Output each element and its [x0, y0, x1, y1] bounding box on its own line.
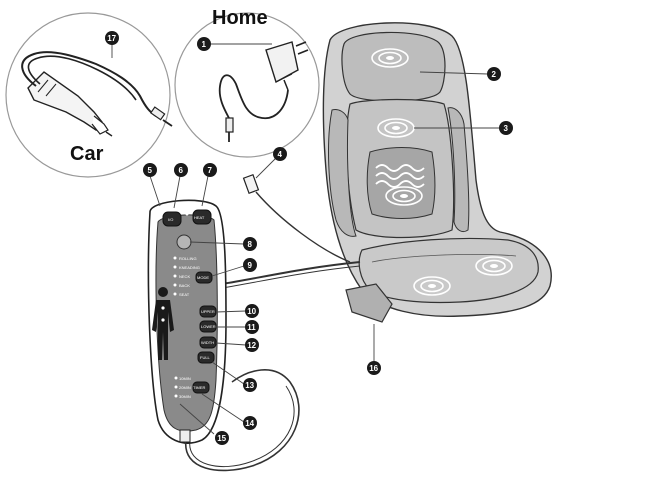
timer-button-label: TIMER [193, 385, 206, 390]
callout-6: 6 [174, 163, 188, 177]
massage-node-seat-right [475, 256, 513, 276]
upper-button-label: UPPER [201, 309, 215, 314]
seat-left-bolster [328, 109, 357, 237]
callout-15: 15 [215, 431, 229, 445]
width-button[interactable] [199, 336, 217, 349]
callout-12: 12 [245, 338, 259, 352]
timer-option: 20MIN [179, 385, 191, 390]
human-body-icon [152, 287, 174, 360]
power-button[interactable] [162, 211, 182, 227]
massage-seat-cushion [322, 22, 552, 323]
massage-node-neck [371, 48, 409, 68]
callout-1: 1 [197, 37, 211, 51]
svg-text:15: 15 [217, 434, 226, 443]
full-button-label: FULL [200, 355, 211, 360]
svg-text:4: 4 [278, 150, 283, 159]
mode-button-label: MODE [197, 275, 209, 280]
svg-text:8: 8 [248, 240, 253, 249]
callout-5: 5 [143, 163, 157, 177]
callout-13: 13 [243, 378, 257, 392]
svg-text:13: 13 [245, 381, 254, 390]
seat-dc-connector [242, 174, 351, 263]
bottom-cable-loop [185, 369, 300, 472]
callout-10: 10 [245, 304, 259, 318]
svg-text:3: 3 [504, 124, 509, 133]
callout-3: 3 [499, 121, 513, 135]
timer-option: 30MIN [179, 394, 191, 399]
mode-options-list: ROLLING KNEADING NECK BACK SEAT [173, 256, 200, 297]
timer-options-list: 10MIN 20MIN 30MIN [174, 376, 191, 399]
lower-button[interactable] [199, 320, 217, 333]
lower-button-label: LOWER [201, 324, 216, 329]
remote-control: I/O HEAT ROLLING KNEADING NECK BACK SEAT [147, 199, 227, 445]
timer-button[interactable] [192, 381, 210, 394]
mode-option: ROLLING [179, 256, 197, 261]
home-inset-circle [174, 12, 320, 158]
home-label: Home [212, 7, 268, 29]
heat-button-label: HEAT [194, 215, 205, 220]
mode-button[interactable] [195, 271, 213, 284]
svg-text:2: 2 [492, 70, 497, 79]
seat-base [358, 237, 539, 304]
mode-option: BACK [179, 283, 190, 288]
callout-16: 16 [367, 361, 381, 375]
callout-badges: 1 2 3 4 5 6 7 8 9 10 11 12 13 14 15 16 1… [105, 31, 513, 445]
controller-cable [221, 261, 361, 285]
heat-button[interactable] [192, 209, 212, 225]
svg-text:9: 9 [248, 261, 253, 270]
svg-text:5: 5 [148, 166, 153, 175]
callout-2: 2 [487, 67, 501, 81]
massage-node-lumbar [385, 186, 423, 206]
callout-8: 8 [243, 237, 257, 251]
callout-17: 17 [105, 31, 119, 45]
mode-option: KNEADING [179, 265, 200, 270]
svg-text:12: 12 [247, 341, 256, 350]
seat-front-flap [345, 283, 393, 323]
seat-right-bolster [447, 107, 470, 233]
width-button-label: WIDTH [201, 340, 214, 345]
power-led [185, 212, 189, 216]
timer-option: 10MIN [179, 376, 191, 381]
upper-button[interactable] [199, 305, 217, 318]
svg-text:14: 14 [245, 419, 254, 428]
mode-option: NECK [179, 274, 190, 279]
callout-14: 14 [243, 416, 257, 430]
callout-7: 7 [203, 163, 217, 177]
dc-tip-icon [149, 106, 173, 127]
home-cable [218, 74, 289, 121]
home-adapter-inset: Home [174, 7, 320, 158]
svg-text:11: 11 [247, 323, 256, 332]
remote-plug [179, 429, 191, 443]
car-inset-circle [5, 12, 171, 178]
svg-text:1: 1 [202, 40, 207, 49]
car-adapter-inset: Car [5, 12, 173, 178]
svg-text:16: 16 [369, 364, 378, 373]
mode-option: SEAT [179, 292, 190, 297]
mode-dial-button[interactable] [176, 234, 192, 250]
power-button-label: I/O [168, 217, 173, 222]
callout-9: 9 [243, 258, 257, 272]
car-label: Car [70, 143, 104, 165]
full-button[interactable] [197, 351, 215, 364]
callout-4: 4 [273, 147, 287, 161]
wall-plug-icon [265, 41, 309, 91]
svg-text:10: 10 [247, 307, 256, 316]
car-plug-icon [27, 71, 113, 137]
home-dc-tip-icon [225, 117, 234, 142]
leader-lines [111, 43, 500, 435]
heat-wave-icon [375, 164, 425, 188]
svg-text:6: 6 [179, 166, 184, 175]
svg-text:7: 7 [208, 166, 213, 175]
car-cable [21, 51, 157, 117]
callout-11: 11 [245, 320, 259, 334]
svg-text:17: 17 [107, 34, 116, 43]
massage-node-seat-left [413, 276, 451, 296]
